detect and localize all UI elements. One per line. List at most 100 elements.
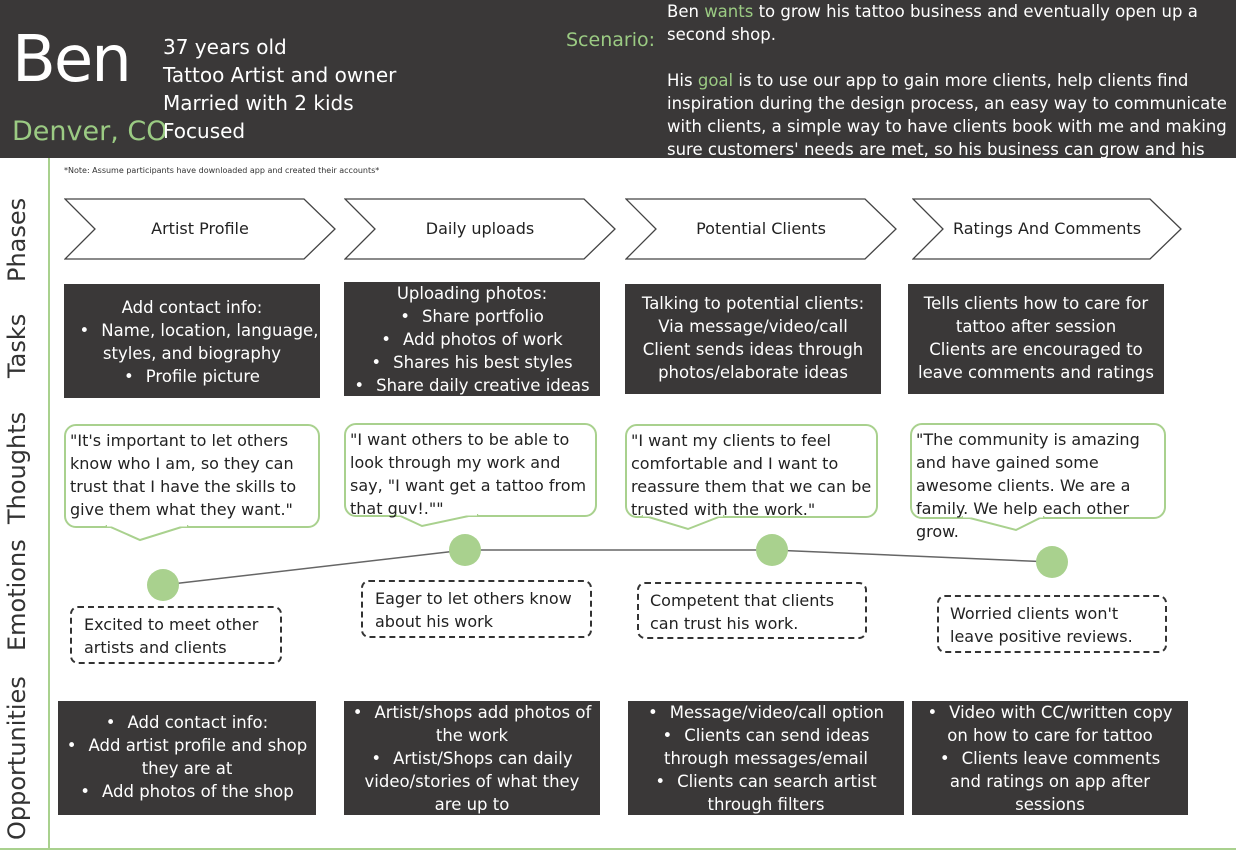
emotion-point xyxy=(756,534,788,566)
task-item: Via message/video/call xyxy=(658,317,848,336)
persona-location: Denver, CO xyxy=(12,116,168,147)
opportunity-box: Artist/shops add photos of the work Arti… xyxy=(344,701,600,815)
task-item: Client sends ideas through xyxy=(642,340,864,359)
opportunity-box: Video with CC/written copy on how to car… xyxy=(912,701,1188,815)
phase-chevron: Potential Clients xyxy=(625,198,897,260)
opportunity-item: Clients can send ideas xyxy=(628,724,904,747)
assumption-note: *Note: Assume participants have download… xyxy=(64,166,380,175)
phase-label: Artist Profile xyxy=(151,219,249,238)
opportunity-box: Add contact info: Add artist profile and… xyxy=(58,701,316,815)
scenario-highlight-goal: goal xyxy=(697,71,734,90)
opportunity-item-cont: through messages/email xyxy=(664,749,868,768)
task-box: Tells clients how to care for tattoo aft… xyxy=(908,284,1164,394)
scenario-text: Ben wants to grow his tattoo business an… xyxy=(667,0,1227,184)
thought-bubble: "I want others to be able to look throug… xyxy=(344,423,597,518)
task-box: Uploading photos: Share portfolio Add ph… xyxy=(344,282,600,396)
opportunity-item: Artist/Shops can daily xyxy=(344,747,600,770)
scenario-highlight-wants: wants xyxy=(704,2,754,21)
thought-text: "It's important to let others know who I… xyxy=(70,431,297,519)
emotion-box: Eager to let others know about his work xyxy=(361,580,592,638)
emotion-point xyxy=(147,569,179,601)
persona-age: 37 years old xyxy=(163,35,287,59)
task-item: tattoo after session xyxy=(955,317,1117,336)
emotion-text: Eager to let others know about his work xyxy=(375,589,572,631)
task-heading: Uploading photos: xyxy=(396,284,548,303)
task-item: leave comments and ratings xyxy=(917,363,1154,382)
thought-text: "I want others to be able to look throug… xyxy=(350,430,587,518)
emotion-point xyxy=(449,534,481,566)
emotion-box: Competent that clients can trust his wor… xyxy=(637,582,867,639)
task-item: Shares his best styles xyxy=(344,351,600,374)
task-heading: Add contact info: xyxy=(121,298,263,317)
chevron-shape xyxy=(344,198,616,260)
task-item: Share portfolio xyxy=(344,305,600,328)
emotion-text: Excited to meet other artists and client… xyxy=(84,615,259,657)
persona-name: Ben xyxy=(12,23,132,97)
scenario-text-part: Ben xyxy=(667,2,705,21)
chevron-shape xyxy=(625,198,897,260)
emotion-text: Worried clients won't leave positive rev… xyxy=(950,604,1133,646)
bubble-tail xyxy=(641,515,725,531)
opportunity-item: Add contact info: xyxy=(58,711,316,734)
scenario-text-part: His xyxy=(667,71,698,90)
opportunity-item: Clients leave comments xyxy=(912,747,1188,770)
emotion-box: Worried clients won't leave positive rev… xyxy=(937,595,1167,653)
task-item: Name, location, language, xyxy=(64,319,320,342)
phase-chevron: Daily uploads xyxy=(344,198,616,260)
scenario-text-part: to grow his tattoo business and eventual… xyxy=(667,2,1198,44)
opportunity-item-cont: on how to care for tattoo xyxy=(947,726,1153,745)
phase-label: Daily uploads xyxy=(425,219,535,238)
phase-chevron: Artist Profile xyxy=(64,198,336,260)
phase-label: Ratings And Comments xyxy=(952,219,1142,238)
scenario-label: Scenario: xyxy=(566,29,655,51)
persona-family: Married with 2 kids xyxy=(163,91,354,115)
chevron-shape xyxy=(64,198,336,260)
opportunity-item-cont: the work xyxy=(435,726,509,745)
bubble-tail xyxy=(961,516,1045,532)
opportunity-item-cont: through filters xyxy=(707,795,825,814)
task-box: Add contact info: Name, location, langua… xyxy=(64,284,320,398)
persona-trait: Focused xyxy=(163,119,246,143)
opportunity-item-cont: they are at xyxy=(141,759,233,778)
task-heading: Tells clients how to care for xyxy=(923,294,1149,313)
task-item-cont: styles, and biography xyxy=(102,344,282,363)
scenario-text-part: is to use our app to gain more clients, … xyxy=(667,71,1227,182)
task-item: Clients are encouraged to xyxy=(929,340,1143,359)
task-item: photos/elaborate ideas xyxy=(658,363,848,382)
row-labels-rail: Phases Tasks Thoughts Emotions Opportuni… xyxy=(0,158,50,848)
bubble-tail xyxy=(395,514,479,528)
task-item: Add photos of work xyxy=(344,328,600,351)
opportunity-item-cont: are up to xyxy=(434,795,510,814)
task-box: Talking to potential clients: Via messag… xyxy=(625,284,881,394)
phase-label: Potential Clients xyxy=(696,219,826,238)
phase-chevron: Ratings And Comments xyxy=(912,198,1182,260)
persona-header: Ben Denver, CO 37 years old Tattoo Artis… xyxy=(0,0,1236,182)
emotion-text: Competent that clients can trust his wor… xyxy=(650,591,835,633)
bottom-divider xyxy=(0,848,1236,850)
emotion-point xyxy=(1036,546,1068,578)
scenario-paragraph-2: His goal is to use our app to gain more … xyxy=(667,69,1227,184)
thought-bubble: "The community is amazing and have gaine… xyxy=(910,423,1166,541)
opportunity-item: Message/video/call option xyxy=(628,701,904,724)
emotion-box: Excited to meet other artists and client… xyxy=(70,606,282,664)
bubble-tail xyxy=(105,525,189,542)
persona-attributes: 37 years old Tattoo Artist and owner Mar… xyxy=(163,33,396,145)
opportunity-item: Artist/shops add photos of xyxy=(344,701,600,724)
scenario-paragraph-1: Ben wants to grow his tattoo business an… xyxy=(667,0,1227,46)
thought-text: "The community is amazing and have gaine… xyxy=(916,430,1140,541)
opportunity-item-cont: sessions xyxy=(1015,795,1085,814)
opportunity-item: Add artist profile and shop xyxy=(58,734,316,757)
opportunity-box: Message/video/call option Clients can se… xyxy=(628,701,904,815)
task-item: Share daily creative ideas xyxy=(344,374,600,397)
task-item: Profile picture xyxy=(64,365,320,388)
opportunity-item: Add photos of the shop xyxy=(58,780,316,803)
opportunity-item-cont: video/stories of what they xyxy=(364,772,580,791)
opportunity-item: Clients can search artist xyxy=(628,770,904,793)
task-heading: Talking to potential clients: xyxy=(641,294,865,313)
chevron-shape xyxy=(912,198,1182,260)
opportunity-item-cont: and ratings on app after xyxy=(949,772,1151,791)
opportunity-item: Video with CC/written copy xyxy=(912,701,1188,724)
thought-bubble: "It's important to let others know who I… xyxy=(64,424,320,528)
persona-occupation: Tattoo Artist and owner xyxy=(163,63,397,87)
